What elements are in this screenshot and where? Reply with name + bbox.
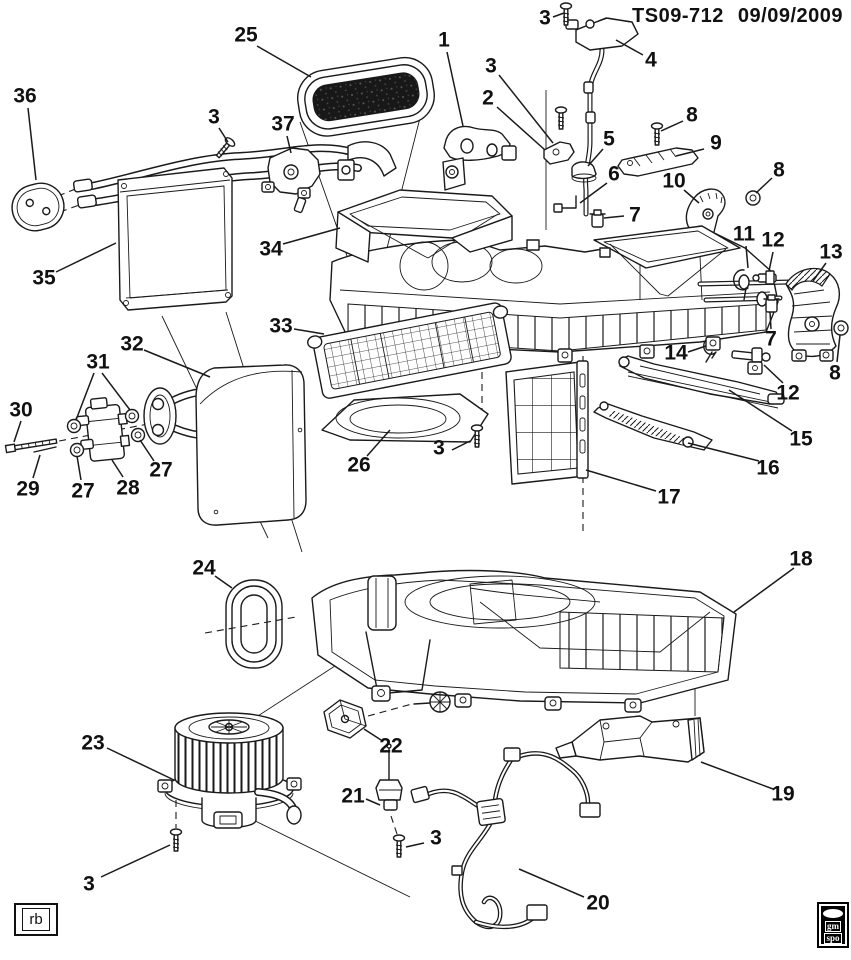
revision-initials: rb	[22, 908, 50, 931]
foam-seal-drawing	[296, 56, 435, 137]
callout-3: 3	[485, 54, 497, 78]
callout-34: 34	[259, 237, 283, 261]
gm-oval-icon	[823, 909, 843, 918]
evaporator-drawing	[143, 364, 307, 526]
callout-5: 5	[603, 127, 615, 151]
callout-3: 3	[539, 6, 551, 30]
callout-14: 14	[664, 341, 688, 365]
bracket-drawing	[543, 141, 575, 165]
wiring-harness-drawing	[410, 747, 601, 930]
callout-19: 19	[771, 782, 795, 806]
callout-16: 16	[756, 456, 780, 480]
callout-37: 37	[271, 112, 295, 136]
callout-30: 30	[9, 398, 33, 422]
callout-23: 23	[81, 731, 105, 755]
drawing-number: TS09-712	[632, 5, 724, 27]
callout-31: 31	[86, 350, 110, 374]
callout-32: 32	[120, 332, 144, 356]
callout-18: 18	[789, 547, 813, 571]
callout-35: 35	[32, 266, 56, 290]
drawing-header: TS09-712 09/09/2009	[632, 5, 843, 28]
cover-drawing	[443, 125, 517, 161]
actuator-drawing	[212, 135, 321, 214]
callout-13: 13	[819, 240, 843, 264]
callout-12: 12	[776, 381, 800, 405]
callout-22: 22	[379, 734, 403, 758]
callout-8: 8	[686, 103, 698, 127]
filter-drawing	[307, 302, 512, 399]
callout-8: 8	[829, 361, 841, 385]
duct-seal-drawing	[225, 579, 283, 669]
callout-11: 11	[732, 222, 756, 246]
callout-8: 8	[773, 158, 785, 182]
gm-spo-logo: gm spo	[817, 902, 849, 948]
callout-27: 27	[71, 479, 95, 503]
gm-logo-line2: spo	[824, 933, 842, 944]
lower-case-drawing	[311, 569, 737, 713]
gm-logo-line1: gm	[824, 921, 841, 932]
revision-badge: rb	[14, 903, 58, 936]
callout-28: 28	[116, 476, 140, 500]
expansion-valve-drawing	[4, 397, 146, 462]
callout-20: 20	[586, 891, 610, 915]
callout-6: 6	[608, 162, 620, 186]
sensor-drawing	[375, 743, 406, 858]
callout-36: 36	[13, 84, 37, 108]
hex-cap-drawing	[323, 699, 367, 739]
callout-15: 15	[789, 427, 813, 451]
callout-17: 17	[657, 485, 681, 509]
callout-1: 1	[438, 28, 450, 52]
callout-24: 24	[192, 556, 216, 580]
callout-4: 4	[645, 48, 657, 72]
filter-door-drawing	[505, 360, 589, 485]
callout-3: 3	[430, 826, 442, 850]
blower-motor-drawing	[157, 712, 302, 852]
support-bracket-drawing	[555, 715, 705, 763]
callout-21: 21	[341, 784, 365, 808]
drain-plate-drawing	[321, 393, 489, 443]
callout-33: 33	[269, 314, 293, 338]
callout-3: 3	[83, 872, 95, 896]
grommet-drawing	[11, 182, 65, 232]
callout-3: 3	[208, 105, 220, 129]
air-door-blades-drawing	[593, 355, 785, 451]
callout-2: 2	[482, 86, 494, 110]
callout-26: 26	[347, 453, 371, 477]
callout-7: 7	[629, 203, 641, 227]
heater-core-drawing	[72, 141, 397, 311]
callout-29: 29	[16, 477, 40, 501]
callout-9: 9	[710, 131, 722, 155]
callout-25: 25	[234, 23, 258, 47]
callout-7: 7	[765, 327, 777, 351]
drawing-date: 09/09/2009	[737, 5, 843, 27]
callout-10: 10	[662, 169, 686, 193]
callout-27: 27	[149, 458, 173, 482]
callout-3: 3	[433, 436, 445, 460]
callout-12: 12	[761, 228, 785, 252]
